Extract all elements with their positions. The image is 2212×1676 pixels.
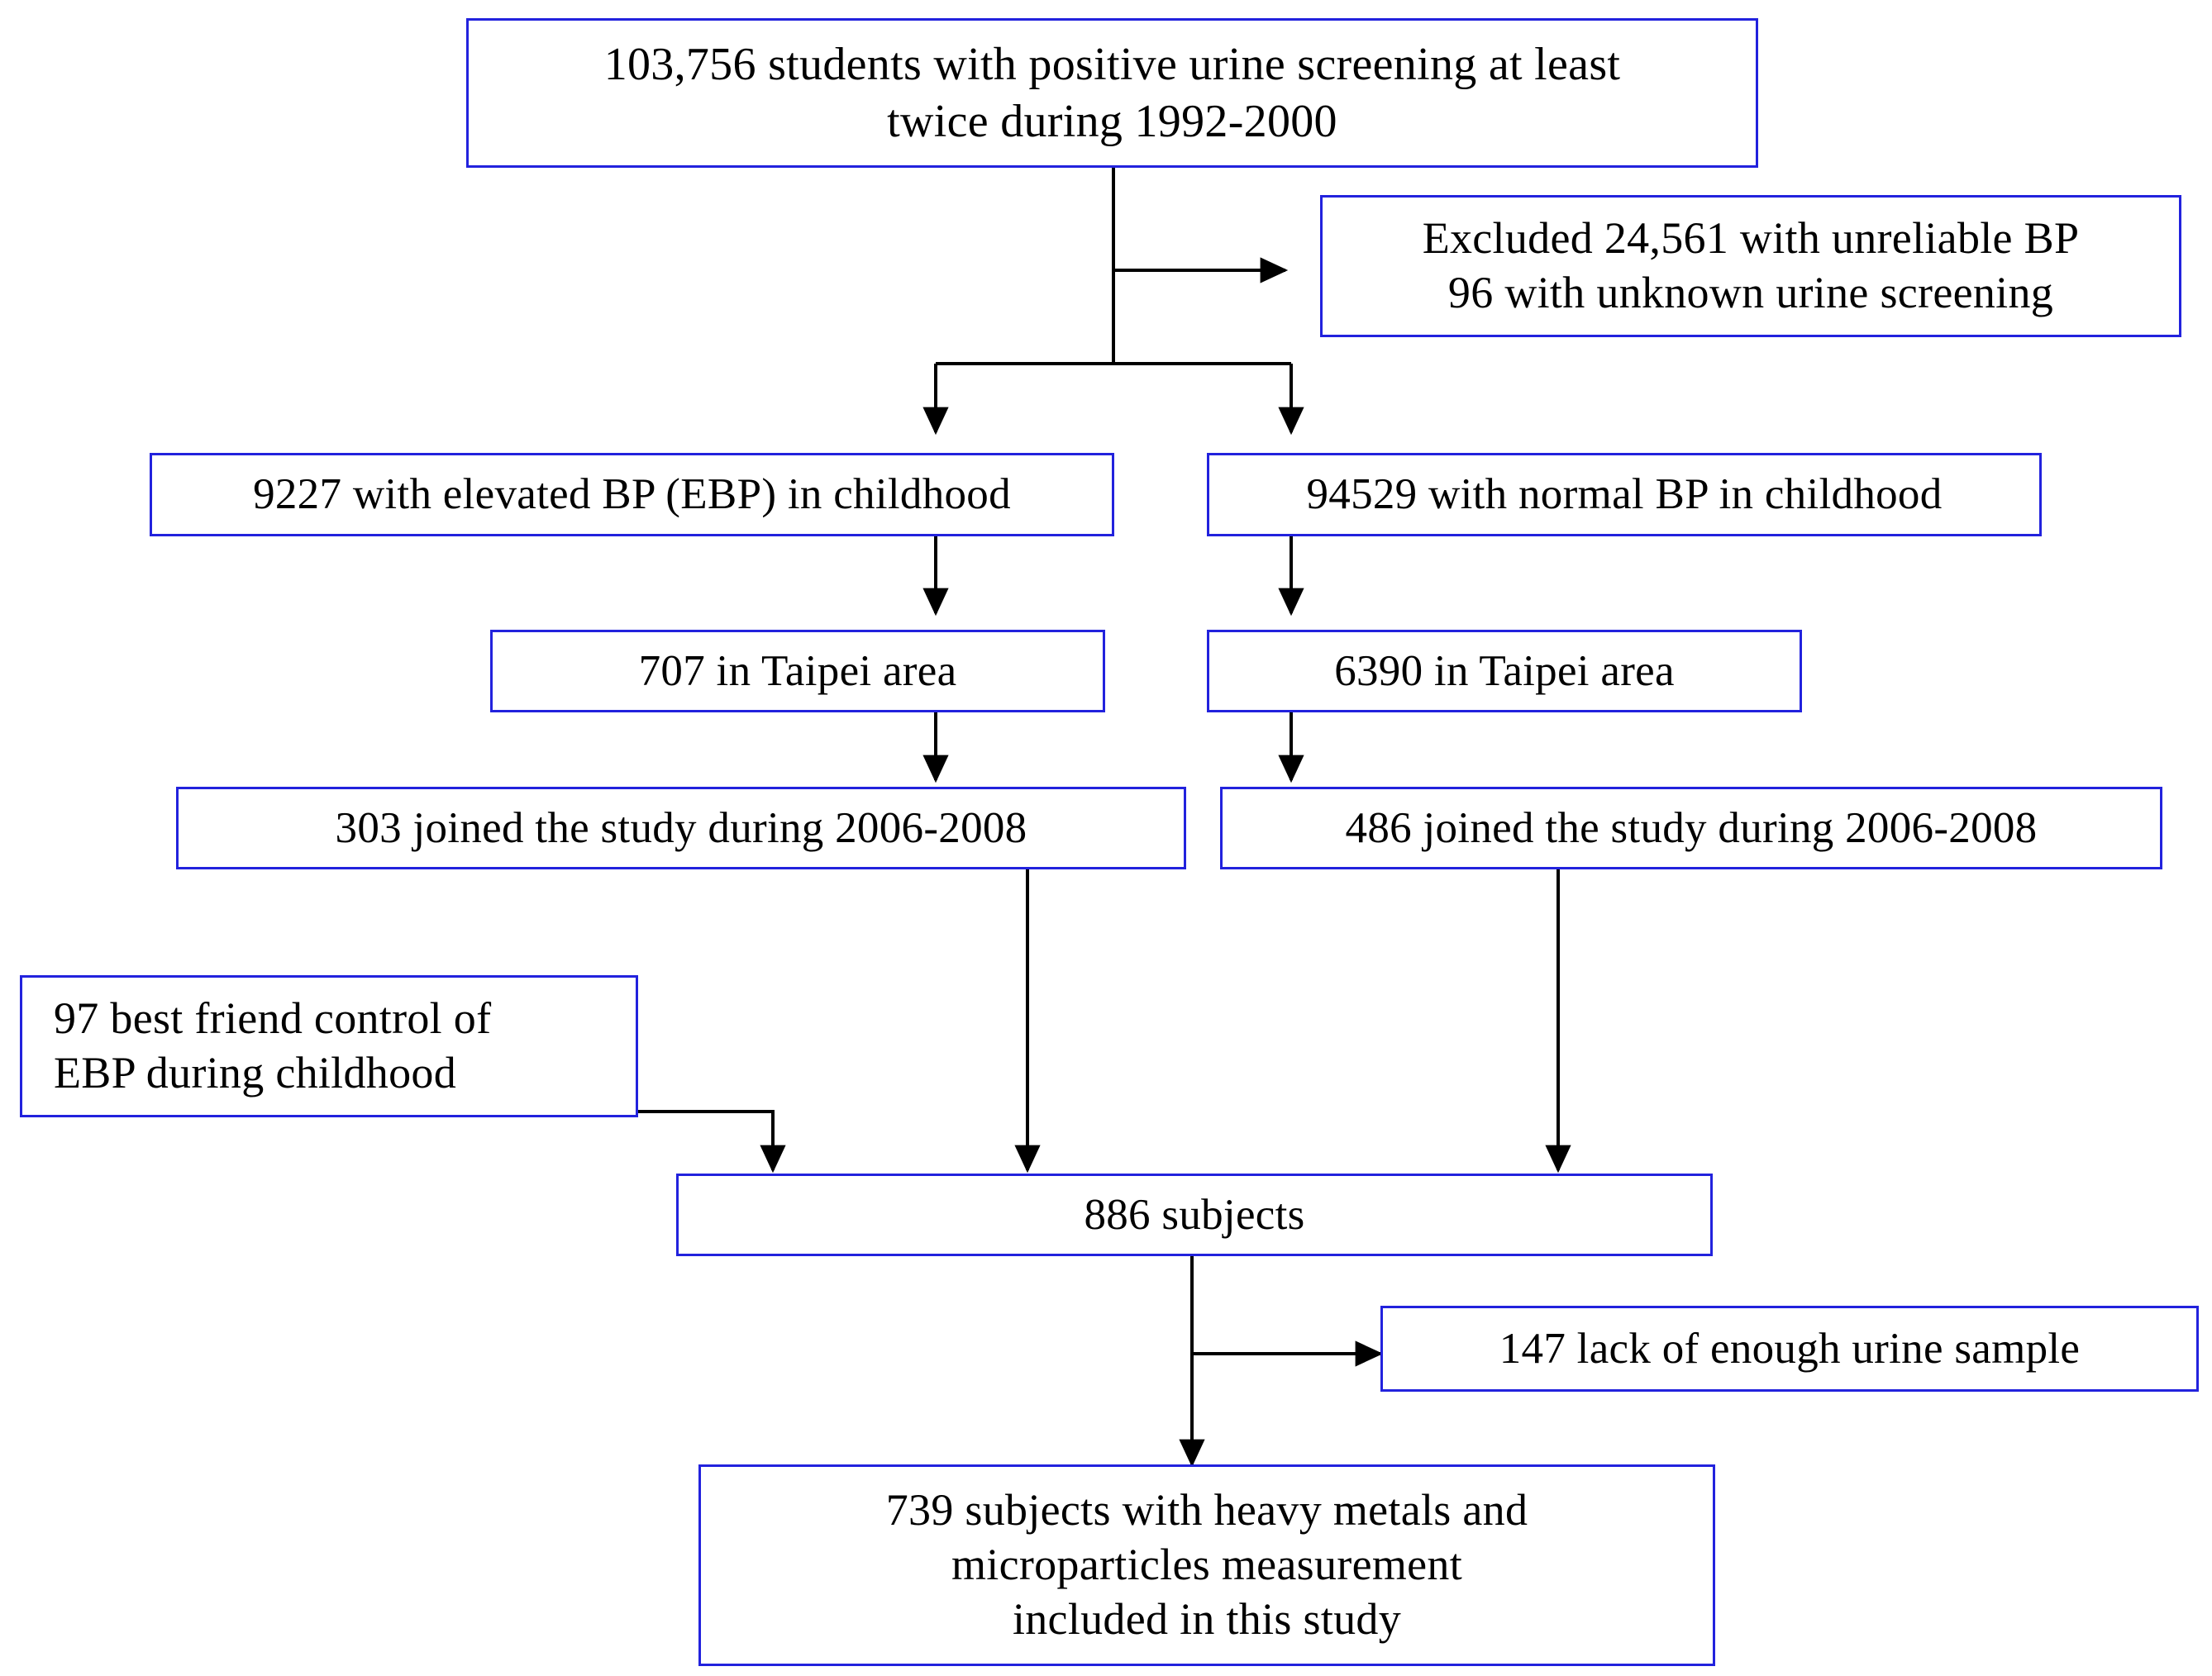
node-taipei-normal: 6390 in Taipei area (1207, 630, 1802, 712)
node-joined-ebp: 303 joined the study during 2006-2008 (176, 787, 1186, 869)
node-taipei-ebp: 707 in Taipei area (490, 630, 1105, 712)
node-normal-bp-label: 94529 with normal BP in childhood (1306, 470, 1943, 519)
node-lack-urine-sample: 147 lack of enough urine sample (1380, 1306, 2199, 1392)
node-subjects-886: 886 subjects (676, 1174, 1713, 1256)
node-excluded-label: Excluded 24,561 with unreliable BP 96 wi… (1422, 213, 2080, 317)
node-final-cohort-label: 739 subjects with heavy metals and micro… (885, 1485, 1528, 1644)
node-best-friend-control: 97 best friend control of EBP during chi… (20, 975, 638, 1117)
node-normal-bp: 94529 with normal BP in childhood (1207, 453, 2042, 536)
node-joined-ebp-label: 303 joined the study during 2006-2008 (335, 803, 1027, 852)
node-subjects-886-label: 886 subjects (1084, 1190, 1305, 1239)
node-joined-normal-label: 486 joined the study during 2006-2008 (1345, 803, 2038, 852)
node-elevated-bp-label: 9227 with elevated BP (EBP) in childhood (253, 470, 1011, 519)
node-screening: 103,756 students with positive urine scr… (466, 18, 1758, 168)
node-screening-label: 103,756 students with positive urine scr… (603, 39, 1621, 147)
node-excluded: Excluded 24,561 with unreliable BP 96 wi… (1320, 195, 2181, 337)
node-final-cohort: 739 subjects with heavy metals and micro… (698, 1464, 1715, 1666)
node-lack-urine-sample-label: 147 lack of enough urine sample (1499, 1324, 2081, 1373)
node-best-friend-control-label: 97 best friend control of EBP during chi… (54, 993, 492, 1097)
node-joined-normal: 486 joined the study during 2006-2008 (1220, 787, 2162, 869)
node-taipei-normal-label: 6390 in Taipei area (1334, 646, 1675, 695)
node-taipei-ebp-label: 707 in Taipei area (638, 646, 957, 695)
edge-best-friend-to-subjects (638, 1110, 786, 1174)
node-elevated-bp: 9227 with elevated BP (EBP) in childhood (150, 453, 1114, 536)
